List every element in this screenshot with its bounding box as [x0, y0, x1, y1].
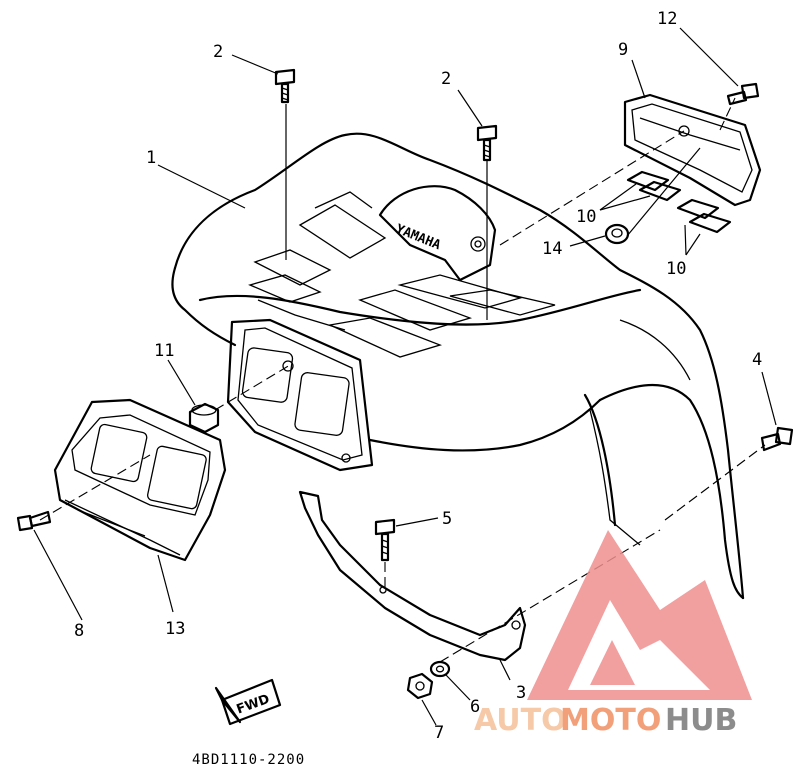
- callout-2-right: 2: [441, 69, 451, 89]
- watermark-hub: HUB: [665, 703, 737, 738]
- headlight-bezel: [53, 398, 227, 562]
- callout-2-left: 2: [213, 42, 223, 62]
- callout-11: 11: [154, 341, 174, 361]
- callout-4: 4: [752, 350, 762, 370]
- fwd-arrow: FWD: [214, 678, 282, 726]
- bolt-12: [726, 82, 760, 106]
- callout-13: 13: [165, 619, 185, 639]
- callout-7: 7: [434, 723, 444, 743]
- leader-lines: [33, 27, 777, 726]
- rear-reflector-bracket: [623, 93, 762, 207]
- bolt-2-right: [476, 124, 498, 162]
- washer-6: [429, 660, 451, 678]
- bolt-5: [374, 518, 396, 562]
- bolt-4: [760, 426, 794, 452]
- part-code: 4BD1110-2200: [192, 752, 305, 768]
- watermark-moto: MOTO: [560, 703, 661, 738]
- callout-10-right: 10: [666, 259, 686, 279]
- callout-8: 8: [74, 621, 84, 641]
- callout-1: 1: [146, 148, 156, 168]
- fender-stay: [298, 490, 527, 662]
- nut-7: [406, 672, 434, 700]
- bolt-2-left: [274, 68, 296, 104]
- watermark-text: AUTO MOTO HUB: [474, 703, 737, 738]
- assembly-lines: [39, 97, 766, 663]
- fwd-label: FWD: [235, 692, 272, 718]
- callout-3: 3: [516, 683, 526, 703]
- collar: [188, 402, 220, 434]
- callouts: 1 2 2 3 4 5 6 7 8 9 10 10 11 12 13 14: [74, 9, 762, 743]
- rubber-pads: [626, 170, 732, 234]
- callout-12: 12: [657, 9, 677, 29]
- watermark-auto: AUTO: [474, 703, 567, 738]
- front-fender-body: YAMAHA: [171, 132, 745, 600]
- callout-14: 14: [542, 239, 562, 259]
- callout-5: 5: [442, 509, 452, 529]
- grommet: [604, 223, 630, 245]
- watermark-logo: [527, 530, 752, 700]
- callout-6: 6: [470, 697, 480, 717]
- bolt-8: [16, 510, 52, 532]
- callout-9: 9: [618, 40, 628, 60]
- callout-10-left: 10: [576, 207, 596, 227]
